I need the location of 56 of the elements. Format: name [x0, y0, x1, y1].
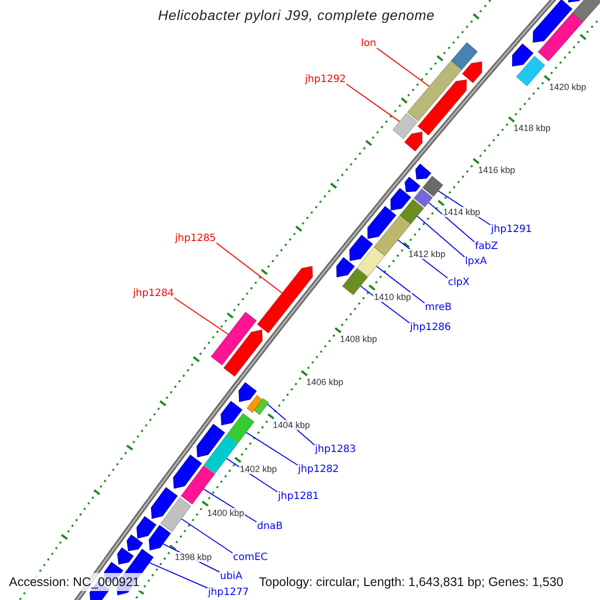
tick-label: 1398 kbp	[174, 552, 213, 562]
leader-line	[148, 562, 208, 588]
tick-label: 1410 kbp	[373, 292, 412, 302]
gene-label: lon	[361, 37, 376, 50]
leader-line	[376, 48, 430, 87]
gene-block	[180, 465, 216, 505]
gene-block	[399, 198, 424, 224]
gene-label: fabZ	[475, 240, 498, 253]
tick-label: 1400 kbp	[206, 508, 246, 518]
gene-label: jhp1285	[175, 232, 216, 245]
gene-block	[203, 434, 238, 474]
gene-label: mreB	[425, 301, 452, 314]
leader-line	[428, 202, 475, 242]
tick-label: 1402 kbp	[238, 464, 278, 474]
gene-label: jhp1277	[208, 586, 249, 599]
gene-label: jhp1291	[491, 223, 532, 236]
gene-label: ubiA	[220, 570, 242, 583]
gene-label: jhp1286	[410, 321, 451, 334]
gene-block	[413, 188, 433, 208]
gene-label: jhp1281	[278, 490, 319, 503]
diagram-title: Helicobacter pylori J99, complete genome	[158, 7, 435, 23]
gene-block	[210, 312, 257, 366]
gene-block	[256, 266, 313, 334]
leader-line	[416, 216, 465, 258]
gene-label: comEC	[233, 551, 268, 564]
tick-label: 1420 kbp	[548, 82, 588, 92]
gene-block	[226, 412, 255, 444]
leader-line	[346, 84, 400, 122]
gene-block	[356, 246, 386, 278]
leader-line	[180, 518, 233, 554]
gene-label: jhp1282	[298, 463, 339, 476]
leader-line	[246, 432, 298, 466]
gene-block	[254, 398, 270, 416]
tick-label: 1404 kbp	[272, 420, 311, 430]
gene-block	[160, 497, 192, 532]
leader-line	[216, 242, 283, 294]
tick-label: 1414 kbp	[442, 206, 482, 217]
gene-label: jhp1284	[133, 287, 174, 300]
tick-label: 1406 kbp	[305, 377, 344, 388]
gene-block	[148, 524, 172, 551]
tick-label: 1418 kbp	[512, 123, 552, 134]
gene-label: dnaB	[257, 520, 283, 533]
gene-label: lpxA	[465, 255, 487, 268]
gene-block	[406, 60, 462, 122]
gene-label: jhp1292	[305, 73, 346, 86]
gene-block	[422, 176, 444, 198]
leader-line	[376, 266, 425, 304]
tick-label: 1408 kbp	[338, 334, 378, 344]
gene-label: jhp1283	[315, 443, 356, 456]
gene-block	[342, 268, 368, 296]
tick-label: 1412 kbp	[407, 249, 446, 260]
gene-label: clpX	[448, 276, 470, 289]
tick-label: 1416 kbp	[477, 165, 516, 176]
leader-line	[174, 298, 229, 335]
gene-block	[538, 12, 584, 62]
accession-text: Accession: NC_000921	[6, 573, 143, 591]
